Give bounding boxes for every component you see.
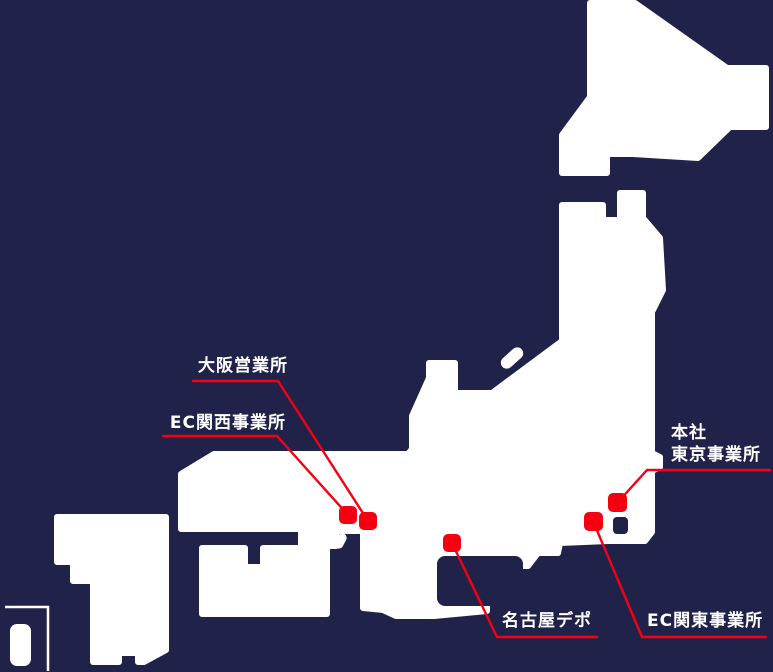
location-marker-osaka	[359, 512, 377, 530]
leader-line-ec-kansai	[161, 434, 350, 517]
hokkaido-shape	[559, 0, 769, 176]
okinawa-inset-border	[5, 605, 50, 671]
office-label-ec-kanto: EC関東事業所	[647, 611, 764, 631]
tokyo-bay-notch	[613, 517, 628, 534]
location-marker-nagoya-depot	[443, 534, 461, 552]
location-marker-ec-kanto	[584, 512, 603, 531]
office-label-headquarters-line2: 東京事業所	[671, 445, 761, 465]
office-label-ec-kansai: EC関西事業所	[169, 413, 286, 433]
location-marker-ec-kansai	[339, 506, 357, 524]
office-label-headquarters-line1: 本社	[671, 423, 707, 443]
office-label-nagoya-depot: 名古屋デポ	[502, 611, 592, 631]
awaji-island-shape	[334, 533, 347, 549]
location-marker-headquarters-tokyo	[608, 493, 627, 512]
leader-line-osaka	[191, 379, 370, 523]
shikoku-shape	[199, 545, 330, 617]
ise-bay-notch	[437, 556, 523, 606]
office-label-osaka: 大阪営業所	[198, 356, 288, 376]
okinawa-island-shape	[10, 624, 31, 666]
kyushu-shape	[54, 514, 169, 665]
leader-line-ec-kanto	[591, 519, 768, 639]
leader-line-headquarters-tokyo	[616, 468, 772, 504]
leader-line-nagoya-depot	[450, 541, 599, 639]
sado-island-shape	[500, 347, 524, 369]
office-label-headquarters-tokyo: 本社 東京事業所	[671, 422, 761, 466]
honshu-shape	[178, 190, 666, 619]
